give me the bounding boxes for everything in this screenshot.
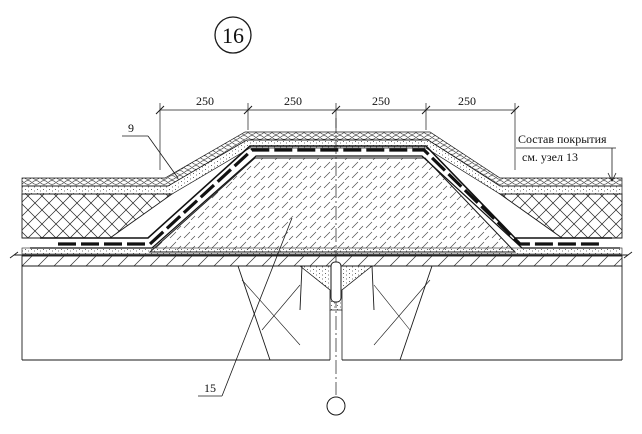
base-sand-strip xyxy=(21,247,623,255)
rib-left-cross xyxy=(241,279,301,346)
dimension-ticks xyxy=(155,105,520,115)
composition-note-arrow xyxy=(607,172,617,182)
callout-layer: 9 xyxy=(122,121,179,179)
axis-marker xyxy=(326,396,346,416)
slab-hatch xyxy=(21,255,623,267)
roof-layers xyxy=(21,131,623,255)
callout-layer-number: 9 xyxy=(128,121,134,135)
composition-note-line2: см. узел 13 xyxy=(522,150,578,164)
precast-panels xyxy=(21,261,623,361)
composition-note: Состав покрытия см. узел 13 xyxy=(516,132,617,182)
slab-break-marks xyxy=(9,251,633,259)
node-number-badge: 16 xyxy=(214,16,252,54)
composition-note-line1: Состав покрытия xyxy=(518,132,607,146)
node-number-circle xyxy=(214,16,252,54)
callout-insulation-number: 15 xyxy=(204,381,216,395)
anchor-bolt xyxy=(330,261,342,303)
node-number-label: 16 xyxy=(222,23,244,48)
dimension-label-3: 250 xyxy=(372,94,390,108)
rib-right-cross xyxy=(373,279,431,346)
rib-right-outline xyxy=(371,265,433,361)
waterproof-membrane xyxy=(58,148,600,246)
membrane-top-line xyxy=(40,145,612,239)
rib-left-outline xyxy=(237,265,303,361)
dimension-label-2: 250 xyxy=(284,94,302,108)
insulation-slab-left xyxy=(21,193,174,239)
callout-layer-leader xyxy=(147,135,179,179)
callout-insulation: 15 xyxy=(198,217,293,397)
dimension-label-1: 250 xyxy=(196,94,214,108)
callout-insulation-leader xyxy=(221,217,293,397)
dimension-label-4: 250 xyxy=(458,94,476,108)
insulation-slab-right xyxy=(498,193,623,239)
screed-layer xyxy=(21,139,623,195)
